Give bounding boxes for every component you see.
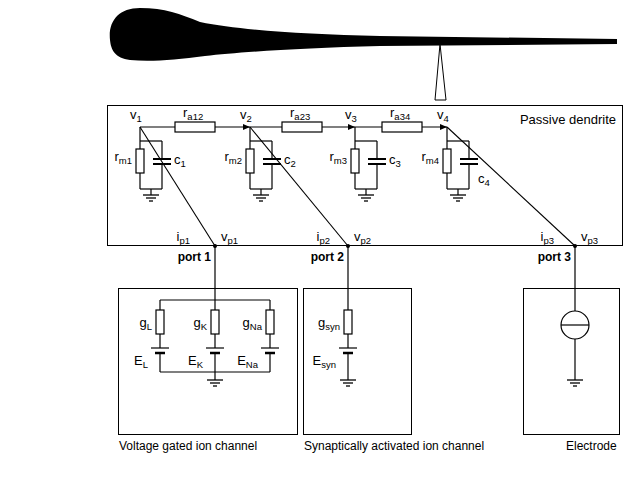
box-caption: Voltage gated ion channel bbox=[119, 439, 257, 453]
symbol-label: c2 bbox=[284, 153, 296, 171]
port-wires bbox=[140, 127, 575, 246]
symbol-label: rm3 bbox=[329, 150, 347, 168]
symbol-label: ra23 bbox=[290, 106, 310, 124]
symbol-label: c1 bbox=[174, 153, 186, 171]
symbol-label: vp3 bbox=[581, 230, 598, 248]
symbol-label: ip1 bbox=[177, 230, 190, 248]
symbol-label: ip2 bbox=[317, 230, 330, 248]
box-title: Passive dendrite bbox=[520, 112, 616, 127]
electrode-box: Electrode bbox=[523, 288, 620, 435]
current-source-symbol bbox=[561, 288, 589, 386]
symbol-label: ip3 bbox=[541, 230, 554, 248]
symbol-label: ra12 bbox=[183, 106, 203, 124]
symbol-label: c4 bbox=[478, 172, 490, 190]
box-caption: Electrode bbox=[566, 439, 617, 453]
port-label: port 2 bbox=[311, 250, 344, 264]
symbol-label: EK bbox=[188, 354, 203, 372]
voltage-gated-circuit bbox=[151, 288, 279, 386]
symbol-label: gsyn bbox=[318, 316, 340, 334]
symbol-label: gNa bbox=[243, 316, 262, 334]
symbol-label: EL bbox=[134, 354, 148, 372]
arrowheads bbox=[243, 124, 447, 130]
dendrite-box: Passive dendrite bbox=[107, 105, 623, 246]
symbol-label: v4 bbox=[437, 108, 449, 126]
symbol-label: rm4 bbox=[421, 150, 439, 168]
electrode-pipette bbox=[435, 44, 446, 100]
port-label: port 1 bbox=[178, 250, 211, 264]
symbol-label: v1 bbox=[130, 108, 142, 126]
box-caption: Synaptically activated ion channel bbox=[304, 439, 484, 453]
symbol-label: ENa bbox=[237, 354, 258, 372]
symbol-label: vp1 bbox=[221, 230, 238, 248]
symbol-label: v3 bbox=[345, 108, 357, 126]
port-wire bbox=[574, 246, 575, 288]
compartments bbox=[136, 127, 478, 201]
port-wire bbox=[214, 246, 215, 288]
symbol-label: Esyn bbox=[313, 354, 336, 372]
symbol-label: rm1 bbox=[114, 150, 132, 168]
symbol-label: gL bbox=[139, 316, 152, 334]
symbol-label: v2 bbox=[240, 108, 252, 126]
port-dots bbox=[213, 244, 577, 248]
symbol-label: gK bbox=[193, 316, 207, 334]
axial-wire bbox=[140, 122, 447, 132]
port-label: port 3 bbox=[538, 250, 571, 264]
symbol-label: ra34 bbox=[390, 106, 410, 124]
symbol-label: rm2 bbox=[224, 150, 242, 168]
synapse-circuit bbox=[339, 288, 357, 386]
neuron-silhouette bbox=[110, 8, 617, 61]
port-wire bbox=[347, 246, 348, 288]
symbol-label: c3 bbox=[389, 153, 401, 171]
symbol-label: vp2 bbox=[354, 230, 371, 248]
